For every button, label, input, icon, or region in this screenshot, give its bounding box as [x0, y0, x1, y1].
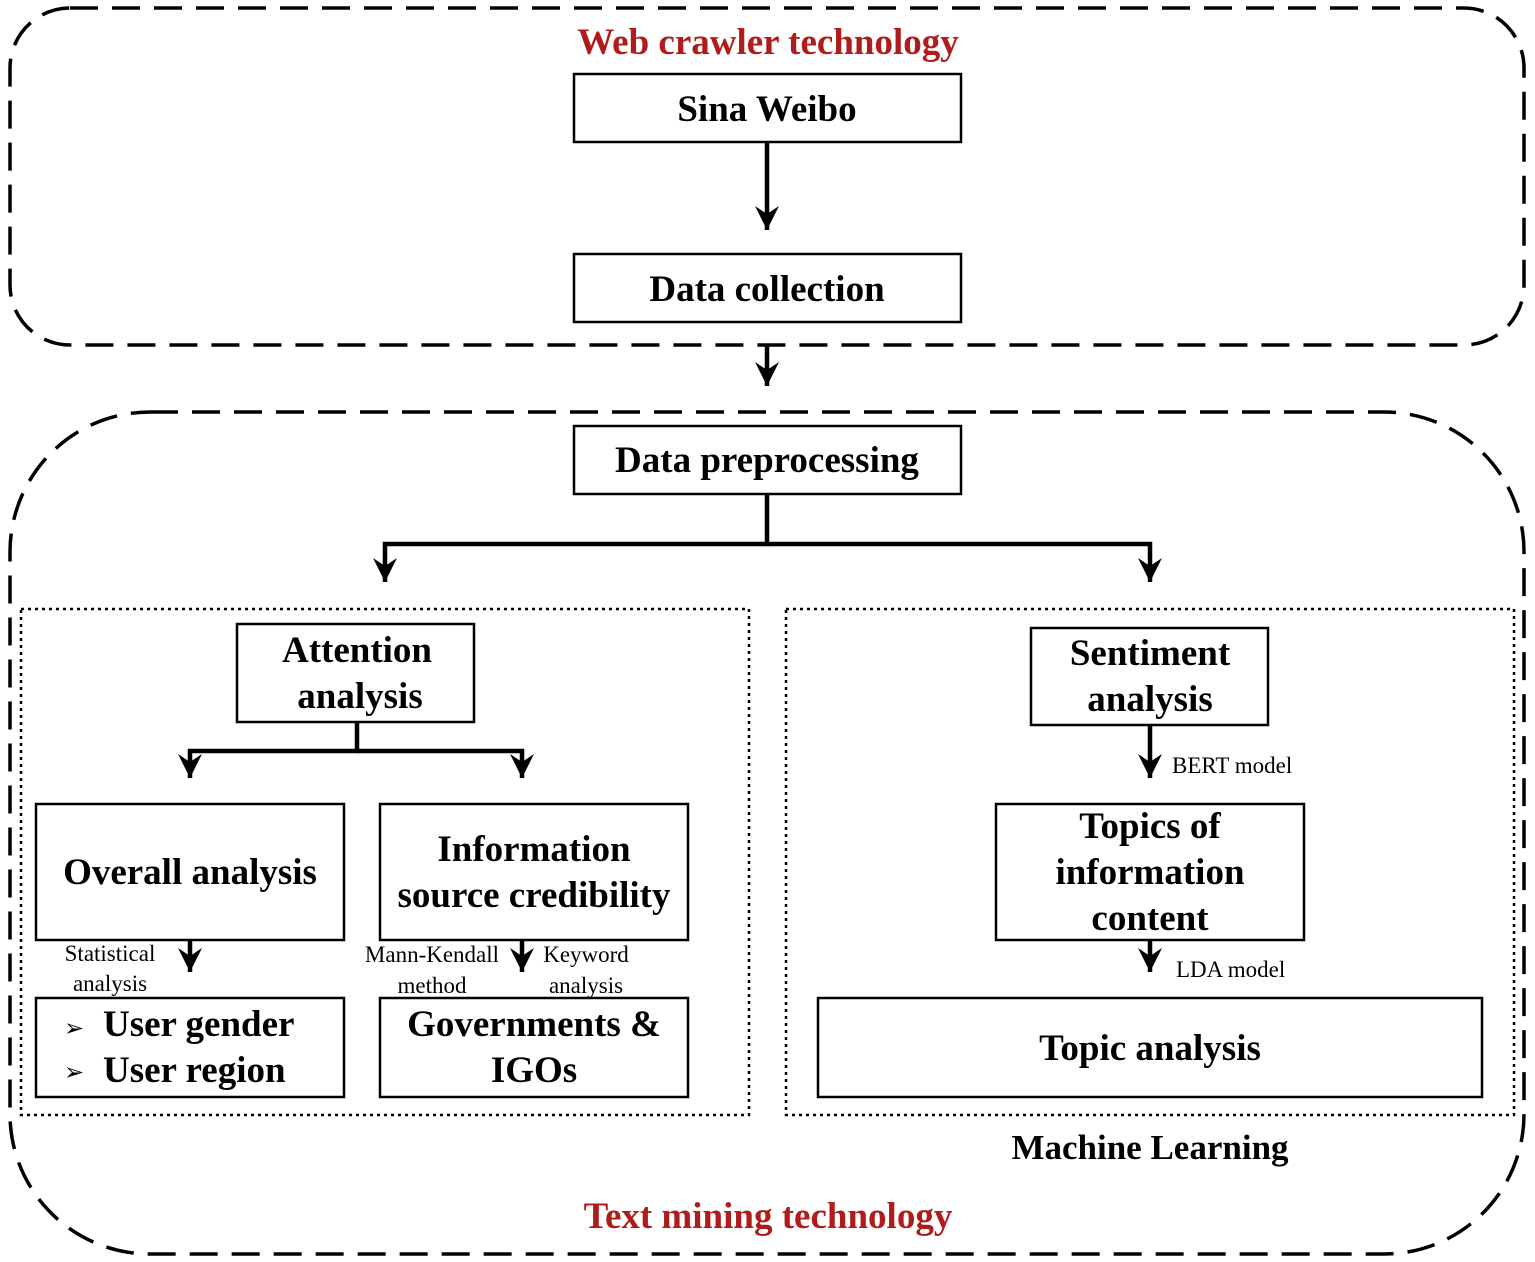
governments-igos-node: Governments & IGOs	[378, 996, 690, 1099]
svg-text:Data collection: Data collection	[649, 269, 885, 310]
svg-text:Data preprocessing: Data preprocessing	[615, 440, 919, 481]
machine-learning-frame	[784, 607, 1516, 1117]
split-from-attention-left	[178, 722, 360, 778]
svg-text:Topic analysis: Topic analysis	[1039, 1028, 1261, 1069]
split-from-attention-right	[357, 748, 534, 778]
data-preprocessing-node: Data preprocessing	[572, 424, 963, 496]
mann-kendall-label: Mann-Kendall	[365, 942, 499, 967]
svg-text:IGOs: IGOs	[491, 1050, 577, 1091]
svg-text:Information: Information	[437, 829, 631, 870]
statistical-analysis-label: Statistical	[65, 941, 156, 966]
topics-info-content-node: Topics of information content	[994, 802, 1306, 942]
bert-model-label: BERT model	[1172, 753, 1292, 778]
split-from-preprocessing	[373, 494, 770, 582]
info-source-credibility-node: Information source credibility	[378, 802, 690, 942]
attention-group-frame	[19, 607, 751, 1117]
mann-kendall-label: method	[398, 973, 467, 998]
bullet-icon: ➢	[64, 1060, 84, 1086]
web-crawler-label: Web crawler technology	[577, 22, 959, 63]
svg-text:information: information	[1055, 852, 1245, 893]
split-to-sentiment	[767, 541, 1162, 582]
svg-text:analysis: analysis	[1087, 679, 1212, 720]
bullet-icon: ➢	[64, 1016, 84, 1042]
text-mining-label: Text mining technology	[584, 1196, 953, 1237]
svg-text:Sentiment: Sentiment	[1070, 633, 1231, 674]
connectors	[178, 142, 1162, 972]
overall-analysis-node: Overall analysis	[34, 802, 346, 942]
keyword-analysis-label: analysis	[549, 973, 623, 998]
keyword-analysis-label: Keyword	[543, 942, 629, 967]
topic-analysis-node: Topic analysis	[816, 996, 1484, 1099]
svg-text:Topics of: Topics of	[1079, 806, 1221, 847]
svg-text:Overall analysis: Overall analysis	[63, 852, 317, 893]
attention-analysis-node: Attention analysis	[235, 622, 476, 724]
lda-model-label: LDA model	[1176, 957, 1285, 982]
sina-weibo-node: Sina Weibo	[572, 72, 963, 144]
svg-text:User region: User region	[103, 1050, 286, 1091]
svg-text:Sina Weibo: Sina Weibo	[677, 89, 856, 130]
svg-text:Governments &: Governments &	[407, 1004, 661, 1045]
svg-text:analysis: analysis	[297, 676, 422, 717]
user-attributes-node: ➢ User gender ➢ User region	[34, 996, 346, 1099]
data-collection-node: Data collection	[572, 252, 963, 324]
svg-text:source credibility: source credibility	[397, 875, 671, 916]
svg-text:content: content	[1091, 898, 1209, 939]
statistical-analysis-label: analysis	[73, 971, 147, 996]
svg-text:User gender: User gender	[103, 1004, 294, 1045]
machine-learning-label: Machine Learning	[1011, 1128, 1289, 1167]
text-mining-region	[8, 410, 1526, 1256]
sentiment-analysis-node: Sentiment analysis	[1029, 626, 1270, 727]
svg-text:Attention: Attention	[282, 630, 432, 671]
